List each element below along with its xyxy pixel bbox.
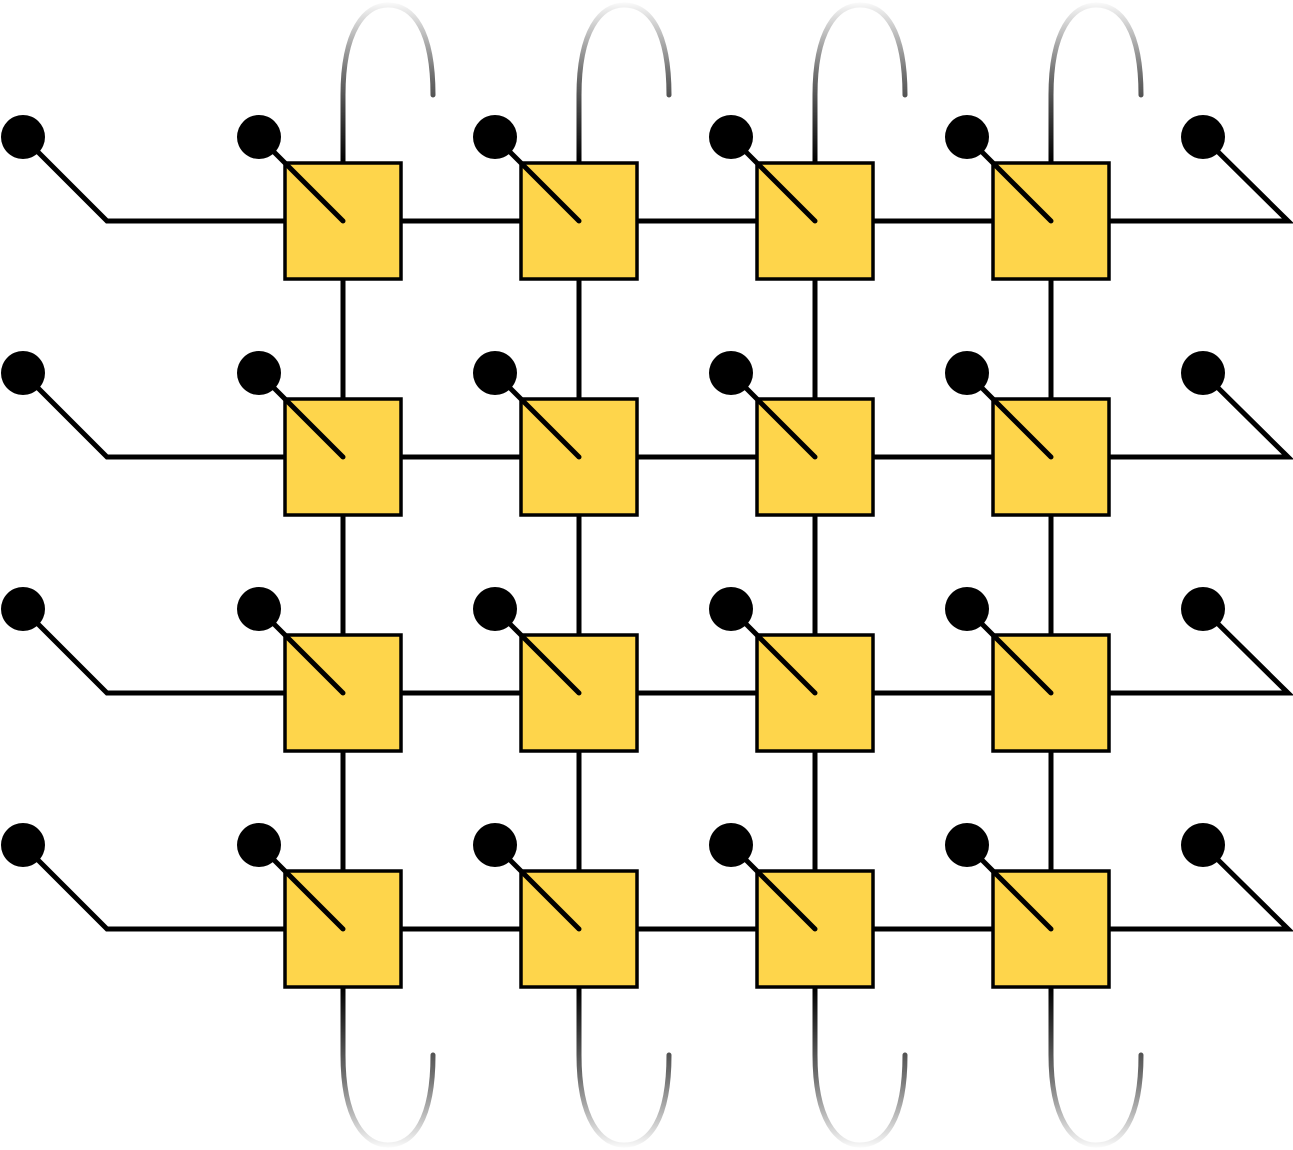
wraparound-loop-bottom: [576, 985, 672, 1148]
endpoint-dot-icon: [237, 587, 281, 631]
wraparound-loop-top: [576, 2, 672, 165]
router-node-icon: [964, 842, 1111, 989]
endpoint-dot-icon: [473, 587, 517, 631]
right-outlet-link: [1051, 135, 1293, 224]
endpoint-dot-icon: [709, 115, 753, 159]
endpoint-dot-icon: [945, 587, 989, 631]
endpoint-dot-icon: [1, 351, 45, 395]
endpoint-dot-icon: [1, 823, 45, 867]
endpoint-dot-icon: [1181, 351, 1225, 395]
endpoint-dot-icon: [1181, 115, 1225, 159]
right-outlet-link: [1051, 843, 1293, 932]
endpoint-dot-icon: [945, 823, 989, 867]
endpoint-dot-icon: [1181, 587, 1225, 631]
endpoint-dot-icon: [1, 115, 45, 159]
router-node-icon: [256, 842, 403, 989]
router-node-icon: [492, 842, 639, 989]
router-node-icon: [728, 606, 875, 753]
endpoint-dot-icon: [709, 823, 753, 867]
wraparound-loop-bottom: [1048, 985, 1144, 1148]
endpoint-dot-icon: [473, 115, 517, 159]
router-node-icon: [492, 370, 639, 517]
endpoint-dot-icon: [237, 823, 281, 867]
endpoint-dot-icon: [945, 351, 989, 395]
wraparound-loop-top: [340, 2, 436, 165]
left-inlet-link: [21, 135, 343, 224]
endpoint-dot-icon: [237, 115, 281, 159]
endpoint-dot-icon: [473, 823, 517, 867]
left-inlet-link: [21, 607, 343, 696]
wraparound-loop-bottom: [340, 985, 436, 1148]
endpoint-dot-icon: [1181, 823, 1225, 867]
wraparound-loop-top: [812, 2, 908, 165]
right-outlet-link: [1051, 371, 1293, 460]
endpoint-dot-icon: [709, 351, 753, 395]
router-node-icon: [492, 606, 639, 753]
router-node-icon: [728, 370, 875, 517]
endpoint-dot-icon: [945, 115, 989, 159]
endpoint-dot-icon: [237, 351, 281, 395]
endpoint-dot-icon: [709, 587, 753, 631]
wraparound-loop-bottom: [812, 985, 908, 1148]
left-inlet-link: [21, 371, 343, 460]
router-node-icon: [964, 606, 1111, 753]
vertical-links: [340, 161, 1054, 989]
router-node-icon: [256, 606, 403, 753]
right-outlet-link: [1051, 607, 1293, 696]
router-node-icon: [964, 134, 1111, 281]
router-node-icon: [728, 842, 875, 989]
left-inlet-link: [21, 843, 343, 932]
router-node-icon: [256, 370, 403, 517]
endpoint-dot-icon: [1, 587, 45, 631]
router-node-icon: [964, 370, 1111, 517]
terminal-endpoints: [1, 115, 1225, 867]
router-node-icon: [728, 134, 875, 281]
router-node-icon: [492, 134, 639, 281]
router-node-icon: [256, 134, 403, 281]
wraparound-loops: [340, 2, 1144, 1148]
endpoint-dot-icon: [473, 351, 517, 395]
wraparound-loop-top: [1048, 2, 1144, 165]
horizontal-links: [21, 135, 1293, 932]
